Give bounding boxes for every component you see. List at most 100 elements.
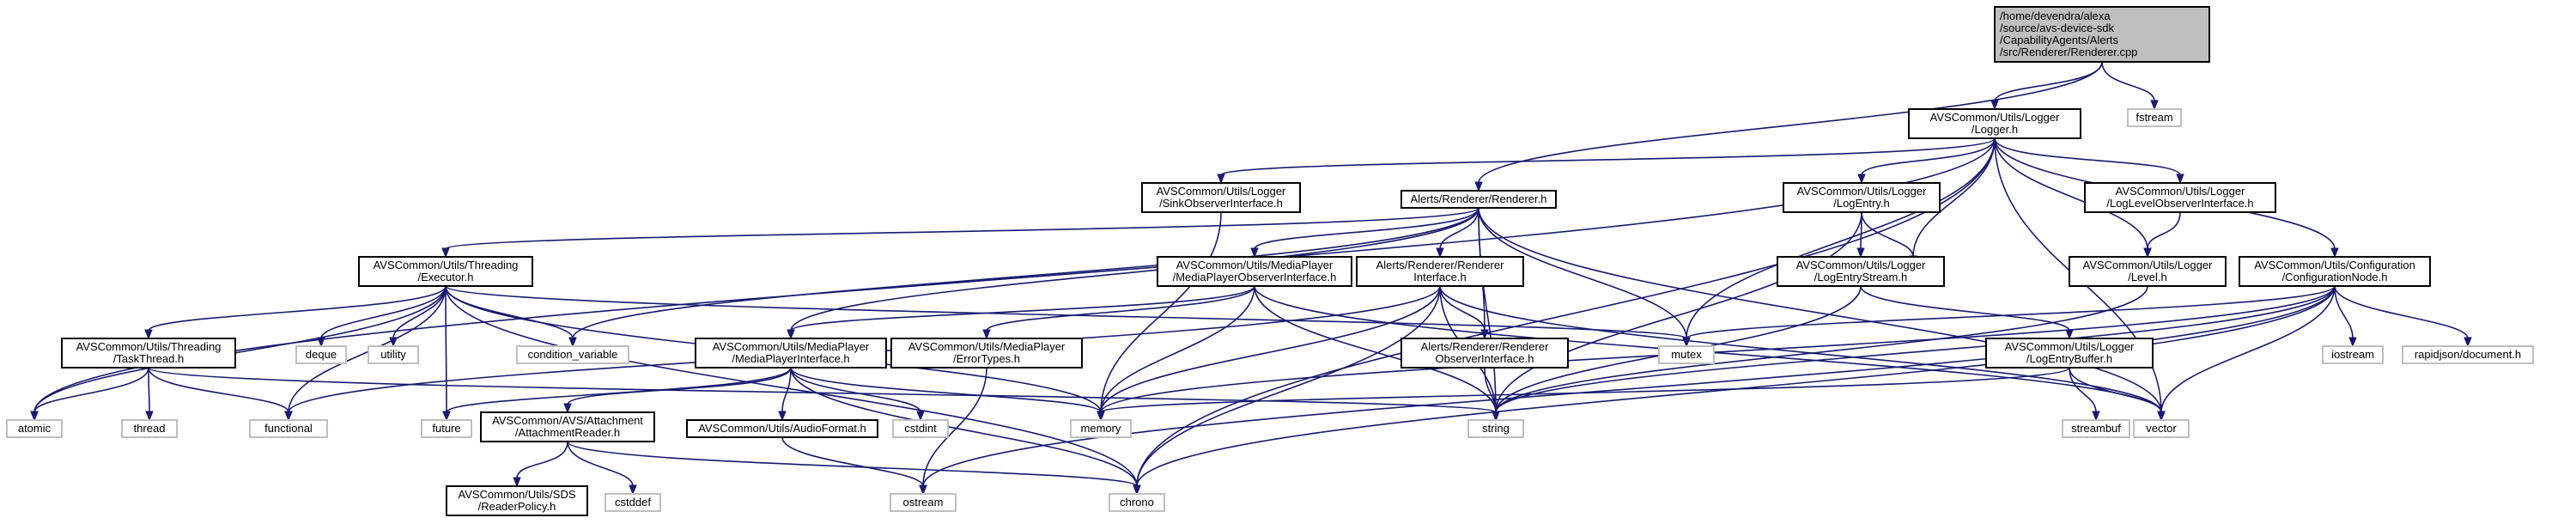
arrowhead-rendererh-to-executor <box>441 247 450 259</box>
edge-rendif-to-chrono <box>1136 285 1441 487</box>
node-label: /CapabilityAgents/Alerts <box>2000 34 2119 46</box>
arrowhead-executor-to-deque <box>317 337 325 348</box>
node-label: AVSCommon/Utils/MediaPlayer <box>1176 259 1334 271</box>
node-memory: memory <box>1070 419 1132 438</box>
node-attreader[interactable]: AVSCommon/AVS/Attachment/AttachmentReade… <box>480 411 655 442</box>
node-label: /Executor.h <box>417 271 473 283</box>
arrowhead-mpif-to-attreader <box>563 403 572 414</box>
edge-logger-to-sinkobs <box>1220 137 1996 176</box>
node-box <box>295 345 347 364</box>
edge-taskthread-to-atomic <box>33 367 149 413</box>
edge-mpif-to-memory <box>790 367 1102 413</box>
edge-attreader-to-chrono <box>567 441 1138 487</box>
node-rendobs[interactable]: Alerts/Renderer/RendererObserverInterfac… <box>1400 338 1569 369</box>
arrowhead-logentry-to-logentrystream <box>1856 247 1865 259</box>
node-label: /SinkObserverInterface.h <box>1159 197 1283 210</box>
edge-mpif-to-audioformat <box>781 367 792 413</box>
node-label: iostream <box>2331 348 2374 361</box>
arrowhead-logentrybuffer-to-vector <box>2157 411 2166 422</box>
arrowhead-taskthread-to-atomic <box>30 411 39 422</box>
node-readerpolicy[interactable]: AVSCommon/Utils/SDS/ReaderPolicy.h <box>446 485 588 516</box>
node-executor[interactable]: AVSCommon/Utils/Threading/Executor.h <box>358 256 533 287</box>
node-label: rapidjson/document.h <box>2415 348 2521 361</box>
edge-executor-to-functional <box>288 285 447 413</box>
edge-logger-to-mutex <box>1686 137 1996 339</box>
node-label: AVSCommon/Utils/AudioFormat.h <box>698 422 866 435</box>
node-label: condition_variable <box>528 348 618 361</box>
node-audioformat[interactable]: AVSCommon/Utils/AudioFormat.h <box>686 419 878 438</box>
edge-logentry-to-sstream <box>1861 211 1914 258</box>
node-label: /AttachmentReader.h <box>515 426 620 439</box>
edge-mpobs-to-errortypes <box>986 285 1255 332</box>
arrowhead-mpobs-to-mpif <box>787 329 795 340</box>
edge-mpif-to-cstdint <box>790 367 921 413</box>
node-future: future <box>421 419 472 438</box>
arrowhead-mpif-to-audioformat <box>778 411 787 422</box>
node-label: /LogEntryBuffer.h <box>2026 352 2112 365</box>
node-box <box>1658 345 1715 364</box>
node-box <box>358 256 533 287</box>
edge-mpif-to-attreader <box>567 367 792 405</box>
node-label: Alerts/Renderer/Renderer <box>1421 340 1550 353</box>
edge-executor-to-mutex <box>445 285 1687 339</box>
node-box <box>1356 256 1524 287</box>
arrowhead-confignode-to-mutex <box>1682 337 1691 348</box>
node-confignode[interactable]: AVSCommon/Utils/Configuration/Configurat… <box>2239 256 2431 287</box>
node-rendererh[interactable]: Alerts/Renderer/Renderer.h <box>1400 190 1557 209</box>
edge-taskthread-to-string <box>148 367 1497 413</box>
node-box <box>1783 182 1941 213</box>
edge-mpobs-to-string <box>1254 285 1497 413</box>
node-box <box>1070 419 1132 438</box>
node-label: deque <box>306 348 337 361</box>
node-thread: thread <box>121 419 178 438</box>
node-label: /source/avs-device-sdk <box>2000 21 2114 34</box>
edge-root-to-logger <box>1994 61 2103 102</box>
node-string: string <box>1467 419 1524 438</box>
node-box <box>480 411 655 442</box>
arrowhead-confignode-to-rapidjson <box>2464 337 2472 348</box>
edge-confignode-to-rapidjson <box>2334 285 2469 339</box>
edge-confignode-to-string <box>1495 285 2336 413</box>
node-label: /home/devendra/alexa <box>2000 9 2111 22</box>
edge-mpif-to-chrono <box>790 367 1138 487</box>
arrowhead-logentrystream-to-logentrybuffer <box>2065 329 2074 340</box>
node-label: mutex <box>1671 348 1702 361</box>
edge-rendererh-to-string <box>1478 207 1497 413</box>
edge-mpif-to-future <box>446 367 792 413</box>
edge-confignode-to-memory <box>1100 285 2336 413</box>
node-logentrybuffer[interactable]: AVSCommon/Utils/Logger/LogEntryBuffer.h <box>1985 338 2154 369</box>
node-logentry[interactable]: AVSCommon/Utils/Logger/LogEntry.h <box>1783 182 1941 213</box>
node-root[interactable]: /home/devendra/alexa/source/avs-device-s… <box>1994 6 2210 63</box>
edge-logentrybuffer-to-memory <box>1100 367 2070 413</box>
node-level[interactable]: AVSCommon/Utils/Logger/Level.h <box>2069 256 2227 287</box>
node-label: functional <box>264 422 313 435</box>
node-sinkobs[interactable]: AVSCommon/Utils/Logger/SinkObserverInter… <box>1141 182 1301 213</box>
node-label: /LogEntryStream.h <box>1814 271 1907 283</box>
node-errortypes[interactable]: AVSCommon/Utils/MediaPlayer/ErrorTypes.h <box>890 338 1083 369</box>
arrowhead-mpif-to-future <box>442 411 451 422</box>
node-loglevelobs[interactable]: AVSCommon/Utils/Logger/LogLevelObserverI… <box>2084 182 2276 213</box>
node-mpif[interactable]: AVSCommon/Utils/MediaPlayer/MediaPlayerI… <box>695 338 887 369</box>
node-cstddef: cstddef <box>605 493 661 512</box>
node-box <box>2239 256 2431 287</box>
arrowhead-rendererh-to-mpobs <box>1250 247 1259 259</box>
node-label: AVSCommon/Utils/Logger <box>2005 340 2135 353</box>
edge-logentrybuffer-to-streambuf <box>2069 367 2097 413</box>
node-atomic: atomic <box>6 419 63 438</box>
node-iostream: iostream <box>2322 345 2384 364</box>
node-logger[interactable]: AVSCommon/Utils/Logger/Logger.h <box>1908 108 2081 139</box>
node-condvar: condition_variable <box>516 345 629 364</box>
arrowhead-root-to-logger <box>1990 100 1999 111</box>
edge-rendererh-to-mutex <box>1478 207 1687 339</box>
node-taskthread[interactable]: AVSCommon/Utils/Threading/TaskThread.h <box>61 338 236 369</box>
arrowhead-rendererh-to-rendif <box>1436 247 1444 259</box>
node-mpobs[interactable]: AVSCommon/Utils/MediaPlayer/MediaPlayerO… <box>1157 256 1352 287</box>
node-logentrystream[interactable]: AVSCommon/Utils/Logger/LogEntryStream.h <box>1777 256 1945 287</box>
edge-rendif-to-memory <box>1100 285 1441 413</box>
node-box <box>6 419 63 438</box>
node-label: ObserverInterface.h <box>1436 352 1534 365</box>
edge-confignode-to-vector <box>2160 285 2336 413</box>
edge-rendererh-to-executor <box>445 207 1479 250</box>
edge-attreader-to-cstddef <box>567 441 634 487</box>
